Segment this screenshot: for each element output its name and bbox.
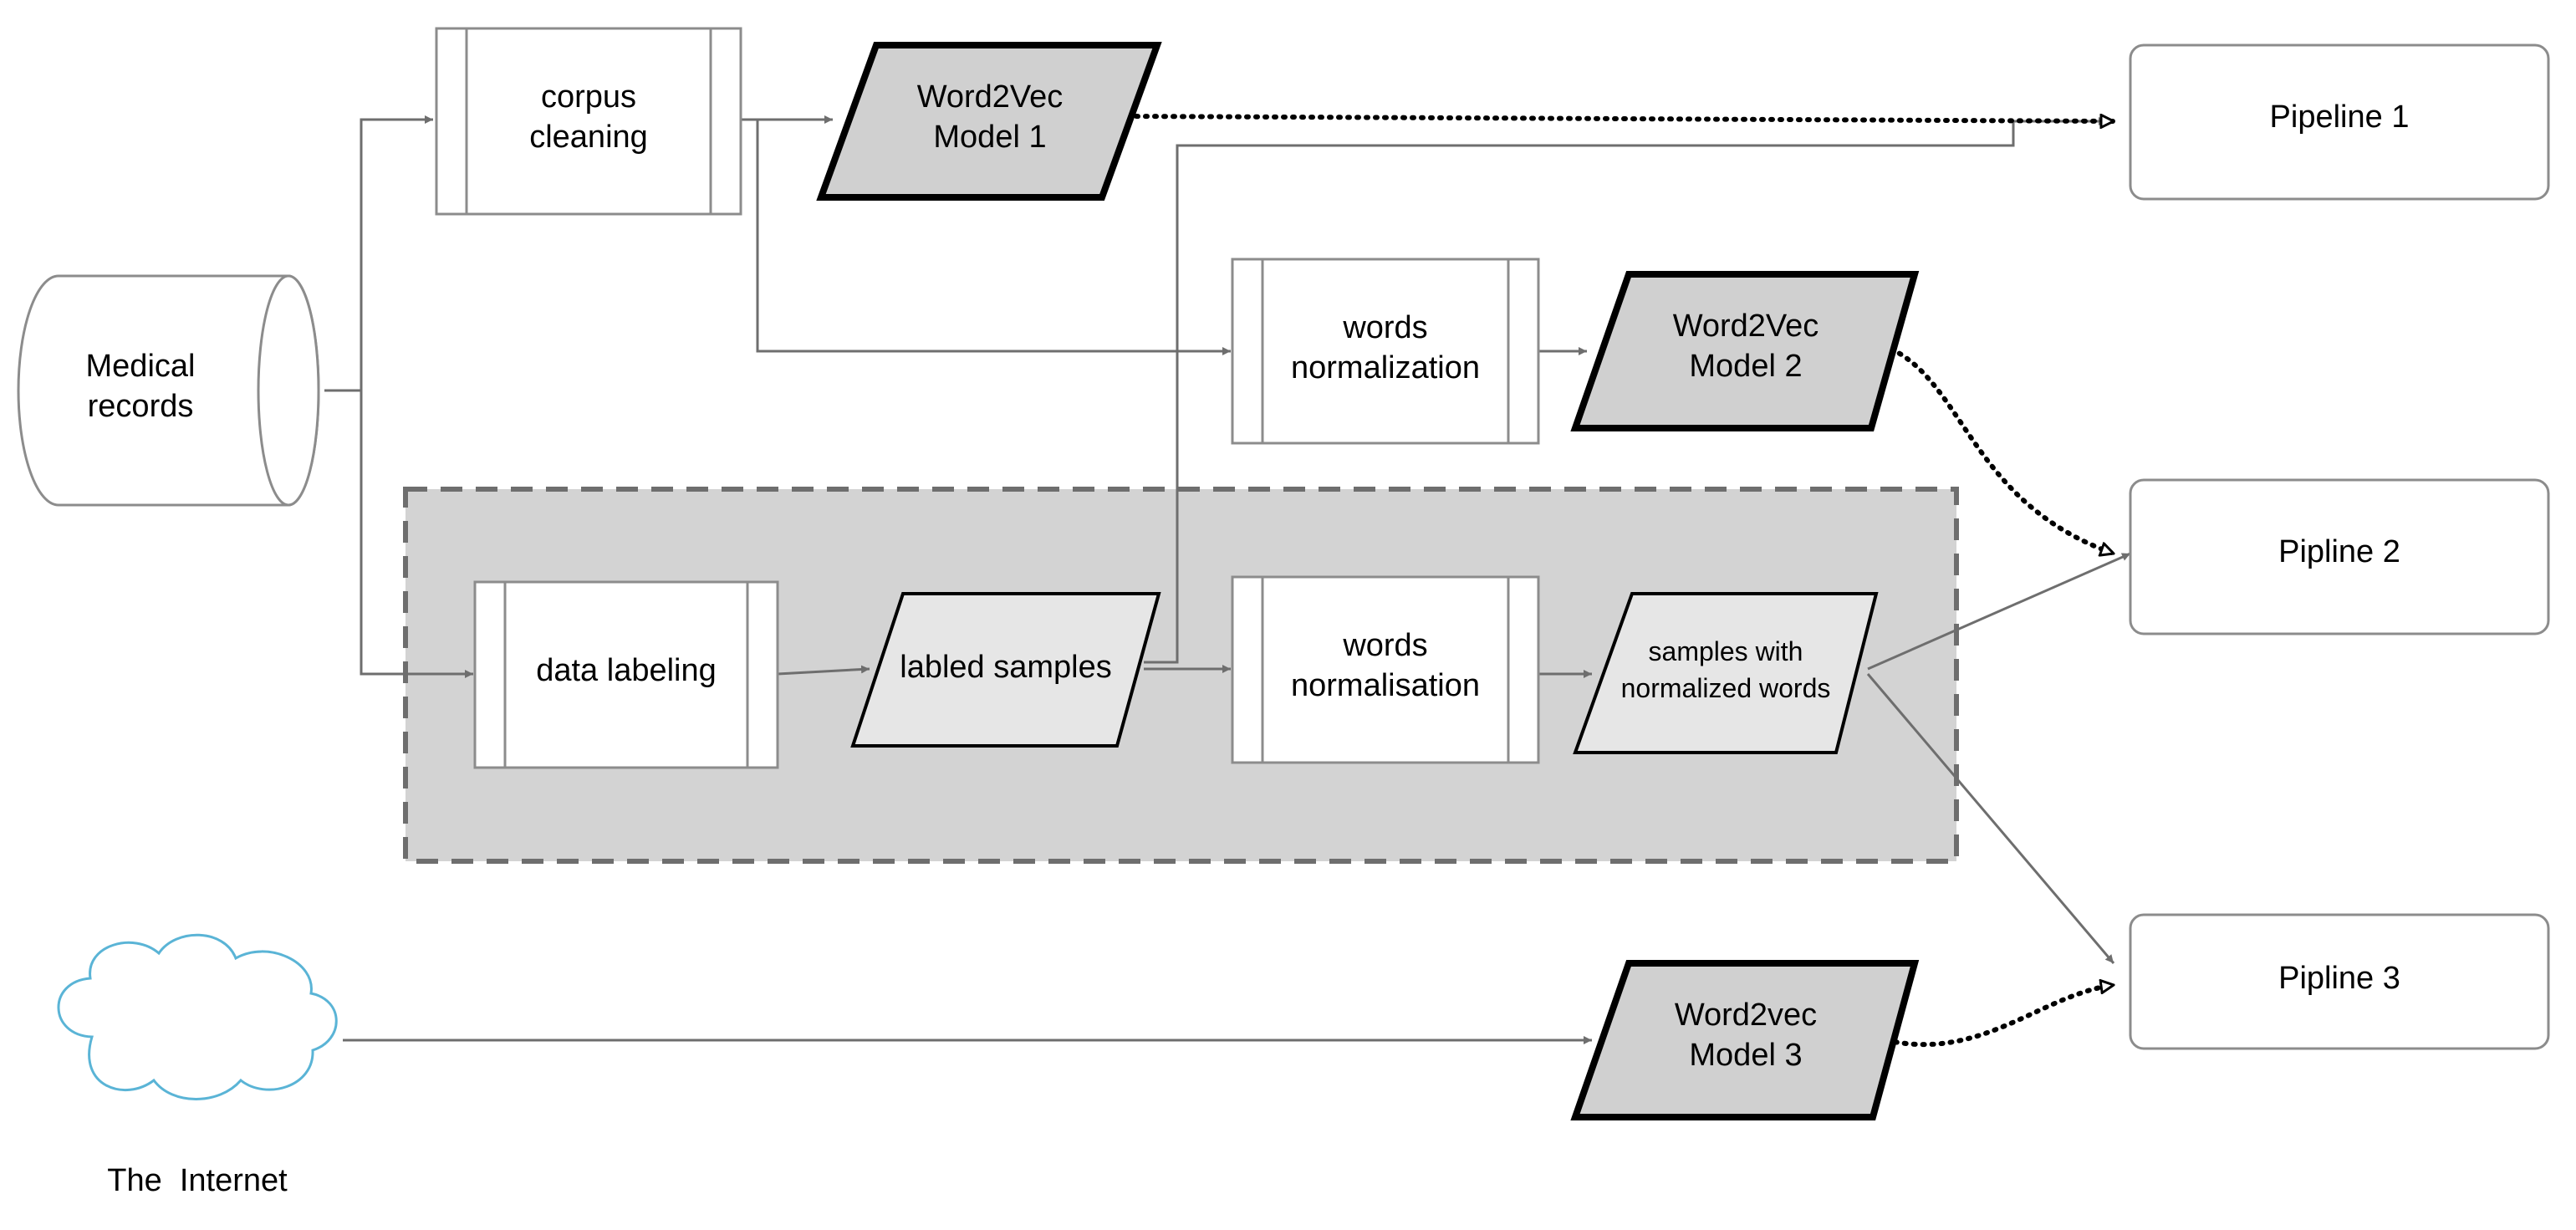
pipline-3-label: Pipline 3 [2278, 961, 2400, 996]
edge-data-labeling-to-labled-samples [777, 665, 870, 676]
words-normalisation-node: words normalisation [1231, 575, 1540, 764]
edge-samples-to-pipline-2 [1867, 552, 2131, 671]
word2vec-model-1-label-line-1: Word2Vec [917, 79, 1064, 115]
pipline-2-node: Pipline 2 [2129, 478, 2550, 635]
medical-records-label-line-1: Medical [86, 349, 196, 384]
edge-samples-to-pipline-3 [1866, 673, 2115, 964]
samples-normalized-label-line-1: samples with [1649, 636, 1803, 666]
samples-normalized-label-line-2: normalized words [1621, 673, 1831, 703]
words-normalisation-label-line-2: normalisation [1291, 668, 1480, 703]
pipeline-1-node: Pipeline 1 [2129, 43, 2550, 201]
data-labeling-label: data labeling [536, 653, 717, 688]
corpus-cleaning-label-line-1: corpus [541, 79, 636, 115]
labled-samples-label: labled samples [900, 650, 1111, 685]
words-normalisation-label-line-1: words [1342, 628, 1427, 663]
medical-records-label-line-2: records [88, 389, 194, 424]
corpus-cleaning-node: corpus cleaning [435, 27, 742, 216]
samples-normalized-node: samples with normalized words [1573, 592, 1879, 754]
words-normalization-label-line-2: normalization [1291, 350, 1480, 385]
word2vec-model-2-label-line-1: Word2Vec [1673, 309, 1819, 344]
pipline-3-node: Pipline 3 [2129, 913, 2550, 1050]
medical-records-cylinder-end [257, 274, 320, 507]
medical-records-node: Medical records [17, 274, 320, 507]
edge-medical-records-to-data-labeling [360, 390, 473, 678]
corpus-cleaning-label-line-2: cleaning [529, 120, 648, 155]
word2vec-model-1-node: Word2Vec Model 1 [816, 42, 1162, 201]
words-normalization-node: words normalization [1231, 258, 1540, 445]
words-normalization-label-line-1: words [1342, 310, 1427, 345]
internet-label: The Internet [107, 1163, 288, 1198]
edge-model-2-to-pipline-2 [1880, 343, 2114, 554]
internet-node: The Internet [57, 933, 338, 1198]
word2vec-model-3-node: Word2vec Model 3 [1570, 960, 1920, 1120]
cloud-icon [57, 933, 338, 1100]
edge-corpus-cleaning-to-words-normalization [756, 120, 1231, 355]
pipline-2-label: Pipline 2 [2278, 534, 2400, 569]
labled-samples-node: labled samples [850, 592, 1161, 748]
word2vec-model-2-label-line-2: Model 2 [1689, 349, 1802, 384]
word2vec-model-3-label-line-1: Word2vec [1675, 998, 1817, 1033]
edges [324, 115, 2131, 1047]
data-labeling-node: data labeling [473, 580, 779, 769]
edge-model-1-to-pipeline-1 [1125, 116, 2116, 121]
word2vec-model-2-node: Word2Vec Model 2 [1570, 271, 1920, 431]
word2vec-model-1-label-line-2: Model 1 [933, 120, 1046, 155]
edge-model-3-to-pipline-3 [1884, 985, 2116, 1047]
edge-medical-records-to-corpus-cleaning [324, 115, 433, 392]
pipeline-1-label: Pipeline 1 [2270, 100, 2410, 135]
word2vec-model-3-label-line-2: Model 3 [1689, 1038, 1802, 1073]
